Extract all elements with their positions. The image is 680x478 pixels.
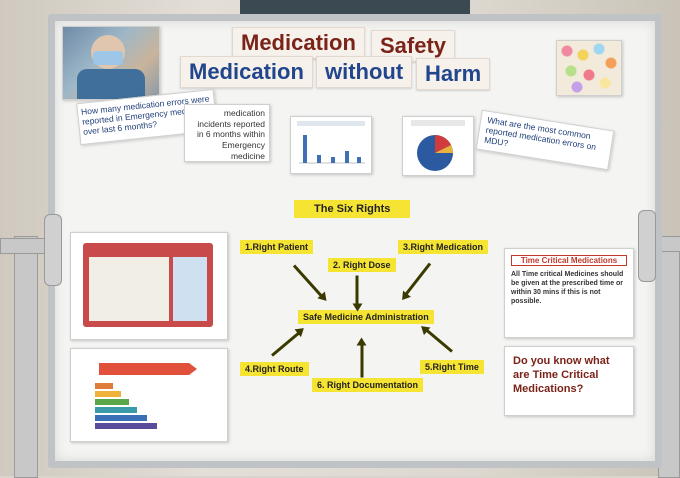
board-clamp-left <box>44 214 62 286</box>
right-time: 5.Right Time <box>420 360 484 374</box>
bar-list-graphic <box>95 363 197 429</box>
pie-chart-printout <box>402 116 474 176</box>
time-critical-title: Time Critical Medications <box>511 255 627 266</box>
arrow-documentation <box>360 343 364 378</box>
rights-poster-graphic <box>83 243 213 327</box>
right-route: 4.Right Route <box>240 362 309 376</box>
incidents-text: medication incidents reported in 6 month… <box>196 108 265 161</box>
right-dose: 2. Right Dose <box>328 258 396 272</box>
title-medication: Medication <box>232 27 365 59</box>
time-critical-question-card: Do you know what are Time Critical Medic… <box>504 346 634 416</box>
right-documentation: 6. Right Documentation <box>312 378 423 392</box>
time-critical-body: All Time critical Medicines should be gi… <box>511 271 624 306</box>
stand-left-post <box>14 236 38 478</box>
subtitle-without: without <box>316 56 413 88</box>
arrow-dose <box>355 275 359 306</box>
bar-chart-graphic <box>297 121 365 164</box>
title-safety: Safety <box>371 30 456 62</box>
pills-photo <box>556 40 622 96</box>
rights-poster-printout <box>70 232 228 340</box>
subtitle-medication: Medication <box>180 56 313 88</box>
right-patient: 1.Right Patient <box>240 240 314 254</box>
pie-chart-graphic <box>411 120 465 171</box>
center-label: Safe Medicine Administration <box>298 310 434 324</box>
bar-list-printout <box>70 348 228 442</box>
subtitle-harm: Harm <box>416 58 491 90</box>
bar-chart-printout <box>290 116 372 174</box>
time-critical-question-text: Do you know what are Time Critical Medic… <box>513 355 610 395</box>
nurse-photo <box>62 26 160 100</box>
six-rights-title: The Six Rights <box>294 200 411 218</box>
incidents-card: medication incidents reported in 6 month… <box>184 104 270 162</box>
right-medication: 3.Right Medication <box>398 240 489 254</box>
time-critical-card: Time Critical Medications All Time criti… <box>504 248 634 338</box>
board-clamp-right <box>638 210 656 282</box>
